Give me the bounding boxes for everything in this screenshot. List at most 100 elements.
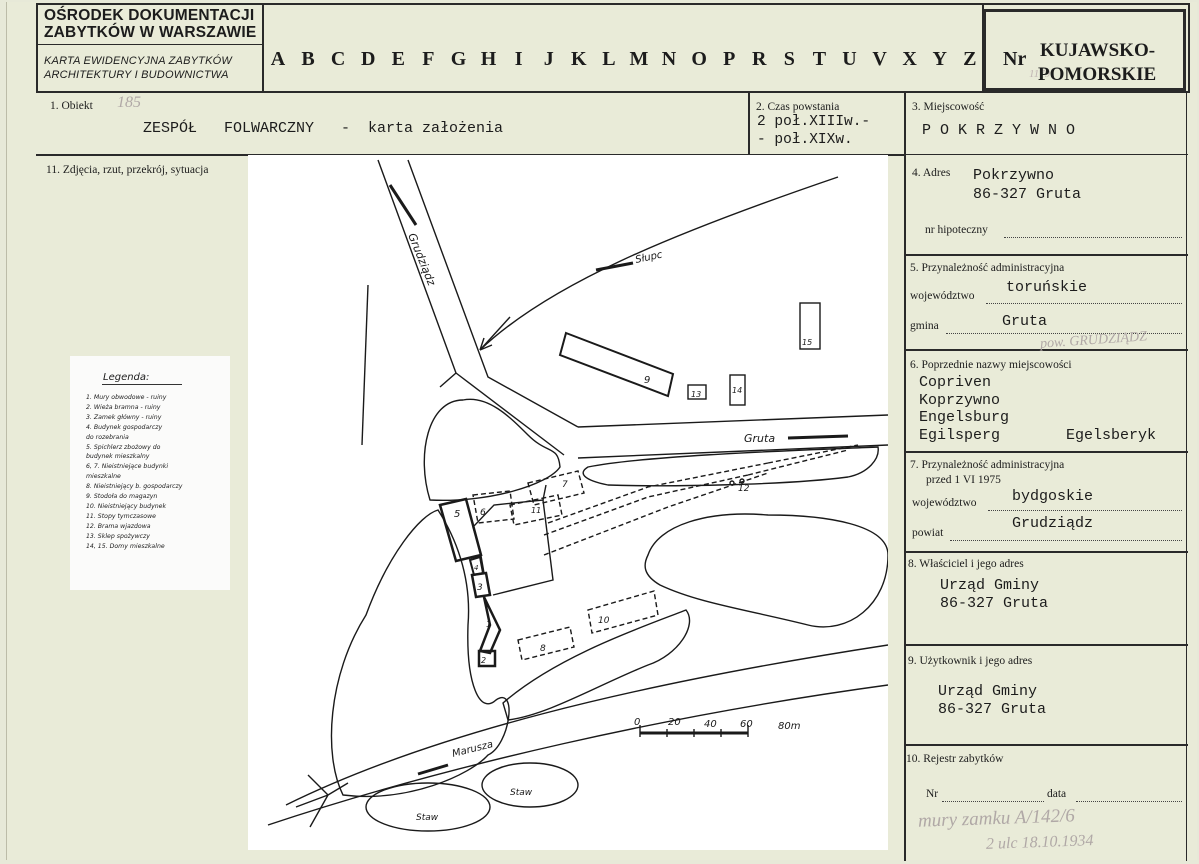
user-line2: 86-327 Gruta bbox=[938, 701, 1047, 718]
rc-divider-6 bbox=[904, 349, 1188, 351]
legend-item: 8. Nieistniejący b. gospodarczy bbox=[86, 483, 183, 491]
owner-line2: 86-327 Gruta bbox=[940, 595, 1049, 612]
field10-label: 10. Rejestr zabytków bbox=[906, 753, 1004, 765]
path-dashed bbox=[547, 462, 769, 524]
building-9 bbox=[558, 331, 675, 398]
field6-label: 6. Poprzednie nazwy miejscowości bbox=[910, 359, 1072, 371]
region-line2: POMORSKIE bbox=[1038, 64, 1157, 85]
locality: P O K R Z Y W N O bbox=[922, 122, 1076, 139]
index-letter: U bbox=[842, 48, 857, 70]
road-marusza bbox=[267, 684, 889, 826]
path-dashed bbox=[543, 472, 769, 556]
former-name: Engelsburg bbox=[919, 409, 1010, 426]
building-number: 4 bbox=[474, 564, 478, 572]
building-number: 7 bbox=[562, 480, 568, 490]
legend-title: Legenda: bbox=[103, 372, 150, 383]
construction-date-line2: - poł.XIXw. bbox=[757, 132, 853, 148]
compass-star bbox=[295, 774, 349, 828]
tree-mass bbox=[582, 446, 879, 487]
index-letter: Z bbox=[963, 48, 977, 70]
rc-divider-4 bbox=[904, 154, 1188, 155]
former-name: Koprzywno bbox=[919, 391, 1001, 409]
former-name-extra: Egelsberyk bbox=[1066, 427, 1157, 444]
gate-post bbox=[729, 480, 735, 486]
field9-label: 9. Użytkownik i jego adres bbox=[908, 655, 1033, 667]
legend-item: 9. Stodoła do magazyn bbox=[86, 493, 158, 501]
gmina-label: gmina bbox=[910, 320, 939, 332]
field2-label: 2. Czas powstania bbox=[756, 101, 840, 113]
index-letter: E bbox=[391, 48, 405, 70]
voivodeship-line-pre1975 bbox=[988, 509, 1182, 511]
pond-label: Staw bbox=[510, 788, 533, 798]
field3-label: 3. Miejscowość bbox=[912, 101, 985, 113]
region-line1: KUJAWSKO- bbox=[1040, 40, 1156, 61]
right-column-rule bbox=[904, 91, 906, 861]
user: Urząd Gminy 86-327 Gruta bbox=[938, 683, 1046, 719]
former-name: Copriven bbox=[919, 374, 992, 391]
institution-line2: ZABYTKÓW W WARSZAWIE bbox=[44, 24, 257, 41]
powiat-line bbox=[950, 539, 1182, 541]
index-letters: A B C D E F G H I J K L M N O P R S T U … bbox=[266, 48, 982, 71]
index-letter: G bbox=[450, 48, 467, 70]
building-7 bbox=[527, 470, 585, 506]
right-edge-rule bbox=[1186, 91, 1187, 861]
mortgage-label: nr hipoteczny bbox=[925, 224, 988, 236]
index-letter: J bbox=[543, 48, 554, 70]
frame-left-header bbox=[36, 3, 38, 91]
scale-ticks bbox=[639, 725, 749, 737]
powiat-label: powiat bbox=[912, 527, 944, 539]
rc-divider-7 bbox=[904, 451, 1188, 453]
road-grudziadz-edge bbox=[407, 159, 579, 428]
boundary-line bbox=[361, 284, 369, 446]
index-letter: F bbox=[422, 48, 435, 70]
index-letter: N bbox=[661, 48, 677, 70]
register-date-label: data bbox=[1047, 788, 1067, 800]
building-number: 15 bbox=[802, 338, 812, 347]
legend-item: 1. Mury obwodowe - ruiny bbox=[86, 394, 167, 401]
legend-item: budynek mieszkalny bbox=[86, 453, 150, 461]
road-lower bbox=[285, 644, 889, 806]
building-10 bbox=[587, 590, 659, 634]
field7-label: 7. Przynależność administracyjna bbox=[910, 459, 1065, 471]
arrow-line bbox=[439, 372, 457, 388]
index-letter: S bbox=[783, 48, 795, 70]
tree-mass bbox=[644, 513, 889, 628]
building-number: 12 bbox=[738, 484, 750, 494]
site-plan-drawing: Grudziądz Słupc Gruta 9 13 14 15 bbox=[267, 159, 889, 832]
pond bbox=[365, 782, 491, 832]
building-8 bbox=[517, 626, 575, 661]
register-nr-label: Nr bbox=[926, 788, 939, 800]
road-slupc bbox=[479, 176, 839, 351]
building-3 bbox=[470, 571, 492, 599]
index-letter: D bbox=[361, 48, 376, 70]
index-letter: P bbox=[723, 48, 736, 70]
index-letter: M bbox=[629, 48, 649, 70]
field1-label: 1. Obiekt bbox=[50, 100, 93, 112]
voivodeship-line bbox=[986, 302, 1182, 304]
road-grudziadz-edge bbox=[377, 159, 457, 374]
register-date-line bbox=[1076, 800, 1182, 802]
institution-name: OŚRODEK DOKUMENTACJI ZABYTKÓW W WARSZAWI… bbox=[44, 7, 256, 41]
header-divider bbox=[36, 91, 1190, 93]
voivodeship-label: województwo bbox=[910, 290, 975, 302]
index-letter: T bbox=[812, 48, 827, 70]
scale-label: 0 bbox=[634, 717, 640, 728]
legend-item: 5. Spichlerz zbożowy do bbox=[86, 443, 161, 451]
nr-label: Nr bbox=[1003, 48, 1027, 70]
field2-left-rule bbox=[748, 91, 750, 154]
frame-right-header bbox=[1188, 3, 1190, 91]
building-number: 2 bbox=[481, 656, 486, 665]
road-marker bbox=[388, 184, 418, 226]
rc-divider-9 bbox=[904, 644, 1188, 646]
building-number: 9 bbox=[644, 375, 650, 386]
scale-label: 60 bbox=[740, 719, 753, 730]
index-letter: R bbox=[752, 48, 767, 70]
building-15 bbox=[799, 302, 821, 350]
building-11 bbox=[509, 494, 563, 526]
construction-date: 2 poł.XIIIw.- - poł.XIXw. bbox=[757, 113, 870, 149]
institution-divider bbox=[36, 44, 262, 45]
gate-post bbox=[739, 478, 745, 484]
legend-item: 4. Budynek gospodarczy bbox=[86, 423, 163, 431]
field5-label: 5. Przynależność administracyjna bbox=[910, 262, 1065, 274]
card-type: KARTA EWIDENCYJNA ZABYTKÓW ARCHITEKTURY … bbox=[44, 54, 232, 82]
